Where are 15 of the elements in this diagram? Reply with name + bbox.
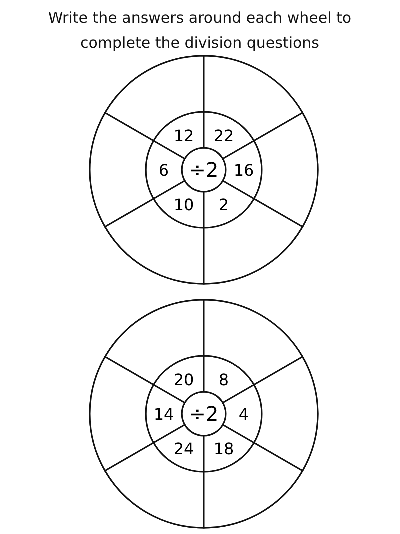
dividend-number: 8 bbox=[218, 370, 230, 390]
dividend-number: 18 bbox=[214, 440, 234, 459]
dividend-number: 22 bbox=[214, 126, 234, 146]
dividend-number: 16 bbox=[234, 161, 254, 180]
title: Write the answers around each wheel to complete the division questions bbox=[47, 8, 353, 54]
dividend-number: 10 bbox=[174, 196, 194, 215]
dividend-number: 20 bbox=[174, 370, 194, 390]
divisor-text: ÷2 bbox=[189, 158, 219, 182]
dividend-number: 12 bbox=[174, 126, 194, 146]
dividend-number: 2 bbox=[218, 196, 230, 215]
dividend-number: 14 bbox=[154, 405, 174, 424]
dividend-number: 24 bbox=[174, 440, 194, 459]
dividend-number: 4 bbox=[238, 405, 250, 424]
dividend-number: 6 bbox=[158, 161, 170, 180]
divisor-text: ÷2 bbox=[189, 402, 219, 426]
